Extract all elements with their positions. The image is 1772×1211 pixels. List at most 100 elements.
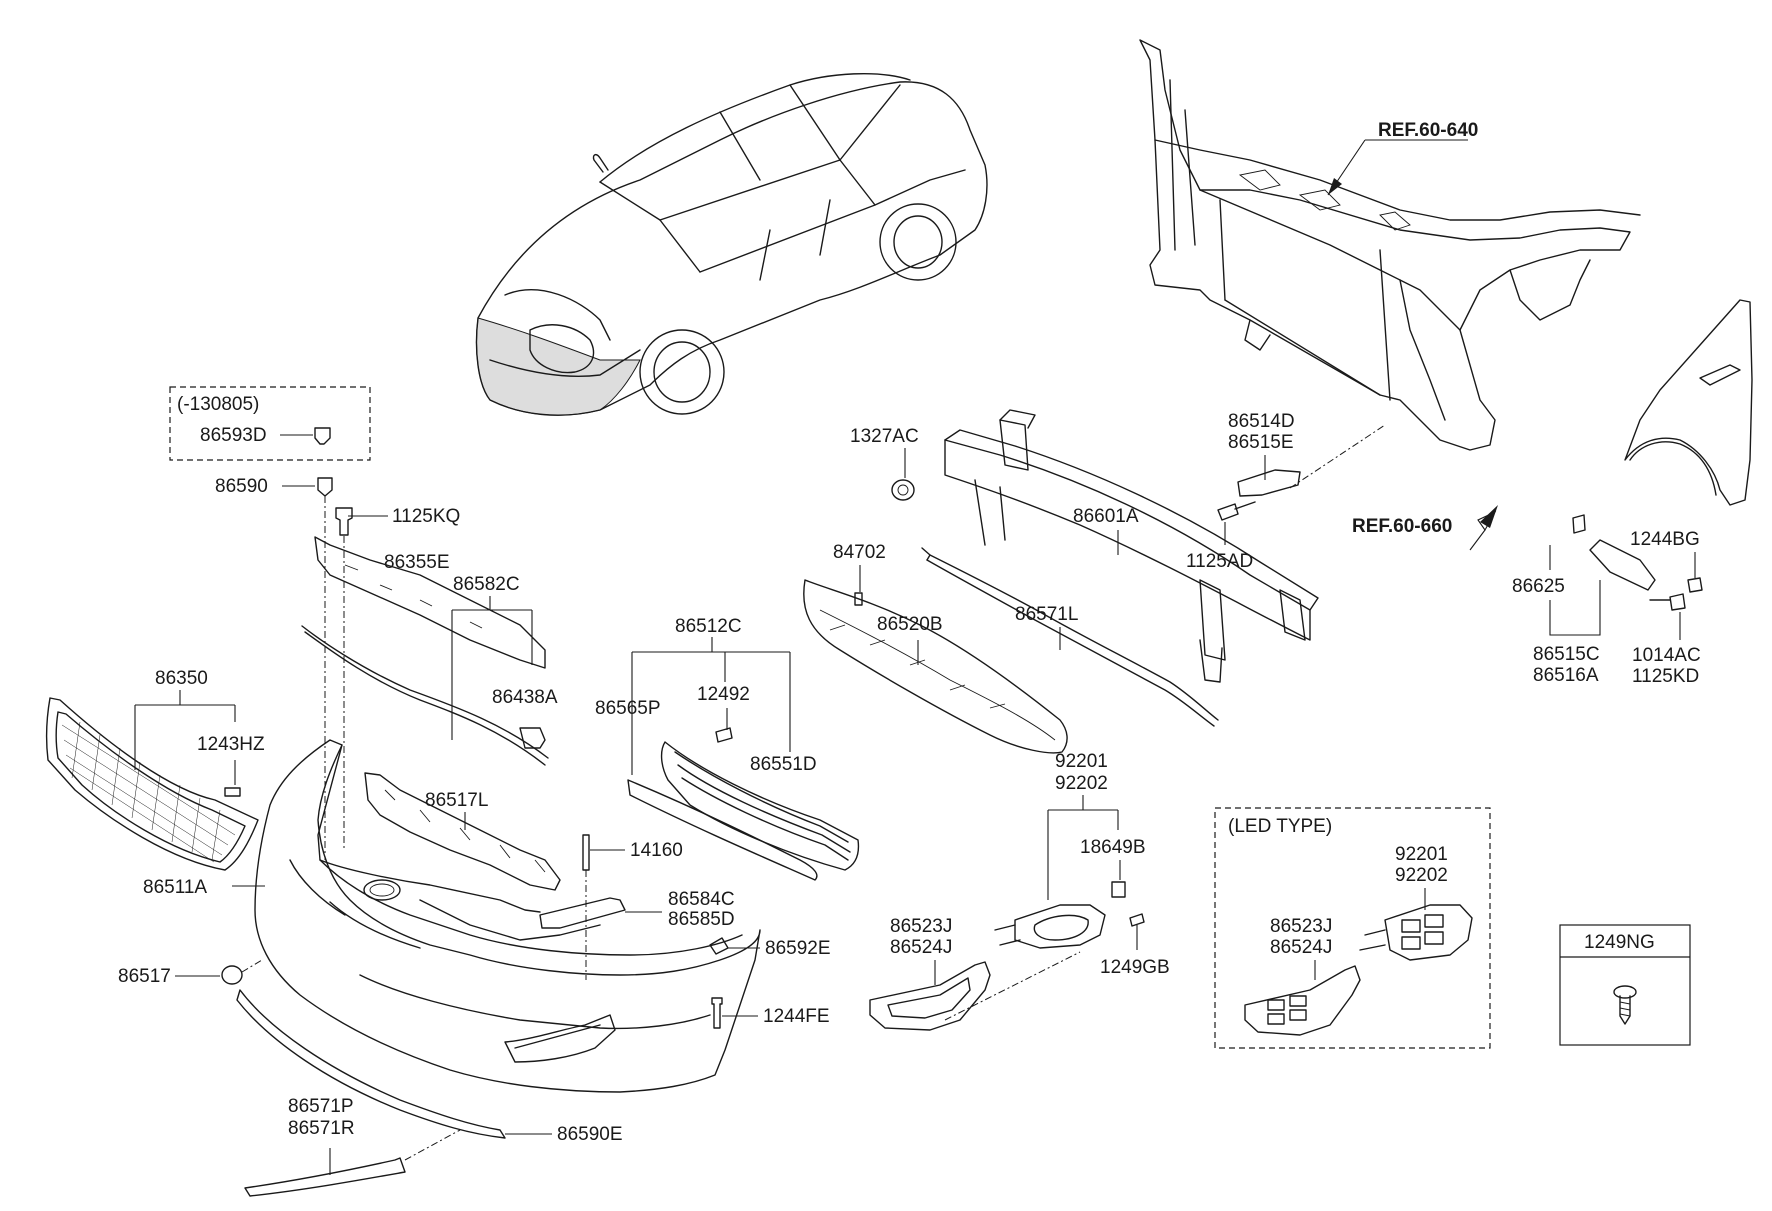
fog-lamp-bezel-86523J [869,961,991,1031]
clip-84702 [854,592,863,606]
label-86551D: 86551D [750,754,817,775]
bolt-1125AD [1217,503,1239,521]
label-86355E: 86355E [384,552,450,573]
clip-86625 [1572,514,1586,534]
nut-1327AC [891,479,915,501]
bracket-86514D [1237,469,1301,497]
bumper-cover-86511A [254,739,761,1093]
bolt-1125KQ [335,507,353,536]
clip-86590 [317,477,333,497]
screw-12492 [715,727,733,743]
led-fog-lamp-bezel-86523J [1244,965,1361,1036]
label-86350: 86350 [155,668,208,689]
socket-18649B [1111,881,1126,898]
tow-hook-cap-86517 [221,965,243,985]
label-86511A: 86511A [143,877,207,898]
label-92202b: 92202 [1395,865,1448,886]
bolt-1014AC [1669,593,1686,611]
led-type-box [1214,807,1491,1049]
vehicle-illustration [475,72,988,416]
upper-bracket-86355E [314,536,546,669]
label-92201a: 92201 [1055,751,1108,772]
led-fog-lamp-92201 [1359,904,1473,961]
label-86516A: 86516A [1533,665,1599,686]
energy-absorber-86520B [803,579,1068,754]
screw-1244BG [1687,577,1703,593]
radiator-grille-86350 [45,697,259,871]
fog-lamp-opening [504,1014,616,1063]
label-86593D: 86593D [200,425,267,446]
inner-bracket-86517L [364,772,561,891]
label-1249NG: 1249NG [1584,932,1655,953]
front-fender [1624,299,1753,506]
alignment-lines-left [324,496,345,860]
label-1244FE: 1244FE [763,1006,830,1027]
fog-lamp-92201 [994,904,1106,949]
date-range-label: (-130805) [177,394,259,415]
label-86515E: 86515E [1228,432,1294,453]
label-86584C: 86584C [668,889,735,910]
label-86514D: 86514D [1228,411,1295,432]
ref-label-60-640: REF.60-640 [1378,120,1478,141]
label-86517L: 86517L [425,790,488,811]
lower-lip-86590E [236,989,506,1139]
label-1014AC: 1014AC [1632,645,1701,666]
screw-1243HZ [224,787,241,797]
label-1125KQ: 1125KQ [392,506,460,527]
label-1243HZ: 1243HZ [197,734,265,755]
label-86524Ja: 86524J [890,937,952,958]
bumper-beam-86601A [944,409,1319,683]
label-86585D: 86585D [668,909,735,930]
stay-86571L [929,554,1219,721]
clip-86593D [314,427,331,445]
clip-86592E [709,937,729,955]
label-12492: 12492 [697,684,750,705]
label-86590: 86590 [215,476,268,497]
label-86524Jb: 86524J [1270,937,1332,958]
label-86601A: 86601A [1073,506,1139,527]
upper-strip [304,631,546,766]
label-84702: 84702 [833,542,886,563]
label-14160: 14160 [630,840,683,861]
label-86571R: 86571R [288,1118,355,1139]
label-86565P: 86565P [595,698,661,719]
label-92201b: 92201 [1395,844,1448,865]
label-86520B: 86520B [877,614,943,635]
label-18649B: 18649B [1080,837,1146,858]
label-92202a: 92202 [1055,773,1108,794]
label-86512C: 86512C [675,616,742,637]
lower-grille-86551D [660,741,860,871]
label-86515C: 86515C [1533,644,1600,665]
label-86571P: 86571P [288,1096,354,1117]
kia-badge [363,879,401,901]
label-86517: 86517 [118,966,171,987]
screw-1249GB [1129,913,1145,927]
screw-1249NG [1613,985,1637,1025]
ref-label-60-660: REF.60-660 [1352,516,1452,537]
label-86571L: 86571L [1015,604,1078,625]
bracket-86584C [539,897,626,929]
bolt-1244FE [711,997,723,1029]
label-1249GB: 1249GB [1100,957,1170,978]
label-1125AD: 1125AD [1186,551,1253,572]
clip-86438A [519,727,546,749]
label-86523Ja: 86523J [890,916,952,937]
label-86438A: 86438A [492,687,558,708]
radiator-support-panel [1139,39,1641,451]
date-range-box [169,386,371,461]
led-type-label: (LED TYPE) [1228,816,1332,837]
label-86592E: 86592E [765,938,831,959]
label-1244BG: 1244BG [1630,529,1700,550]
label-1327AC: 1327AC [850,426,919,447]
label-86625: 86625 [1512,576,1565,597]
part-box-1249NG [1559,924,1691,1046]
label-86523Jb: 86523J [1270,916,1332,937]
label-86582C: 86582C [453,574,520,595]
label-86590E: 86590E [557,1124,623,1145]
label-1125KD: 1125KD [1632,666,1699,687]
lower-trim-86571P [244,1157,406,1197]
grille-trim-86565P [627,779,818,881]
bracket-86515C [1589,539,1656,591]
sensor-14160 [582,834,590,871]
